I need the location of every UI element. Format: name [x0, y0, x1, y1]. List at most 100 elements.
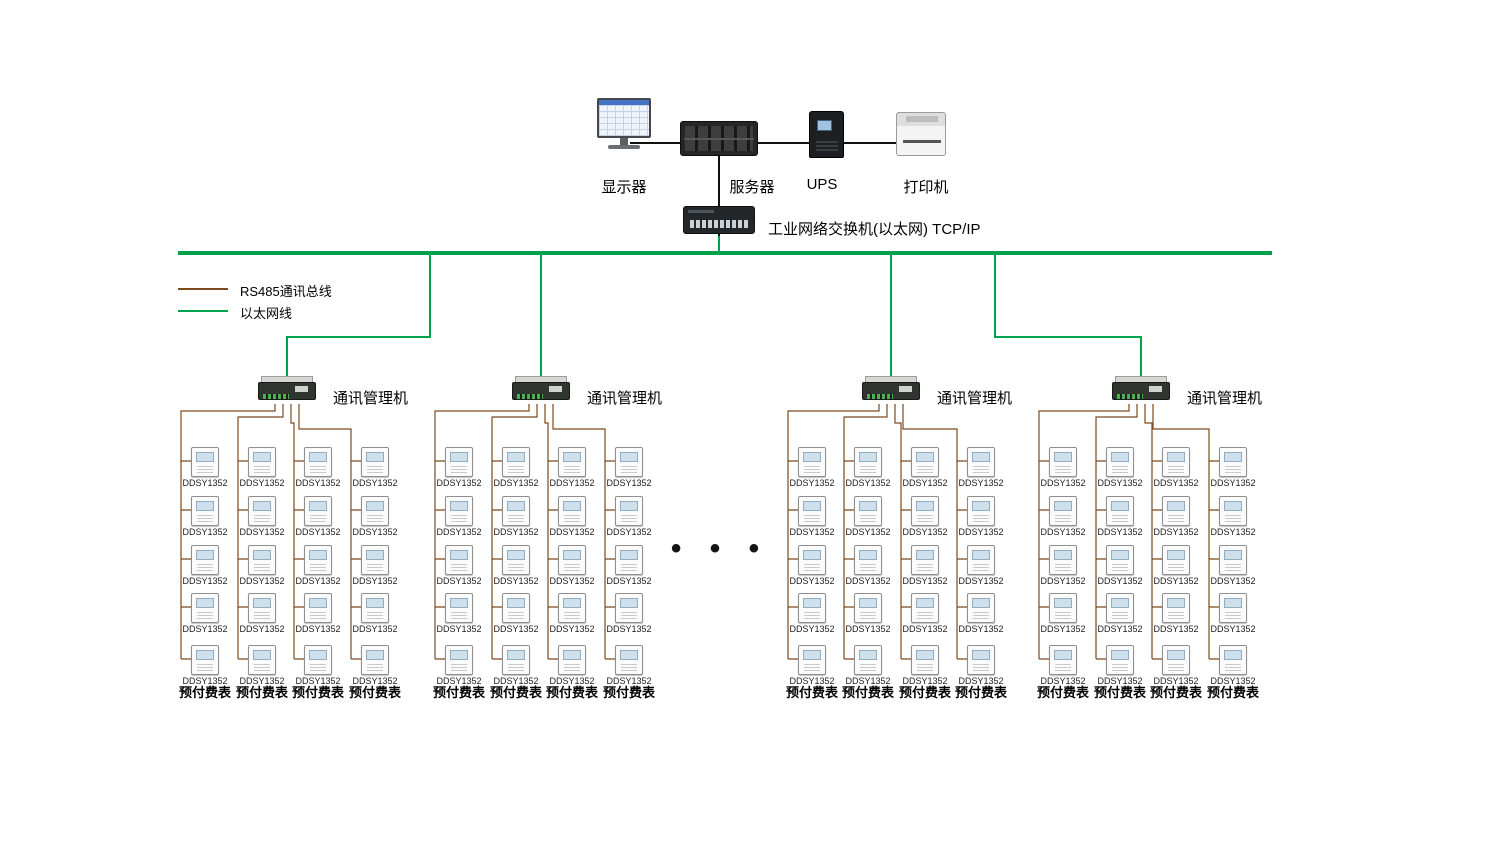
meter-model-label: DDSY1352 [845, 576, 891, 586]
prepaid-meter-device [361, 645, 389, 675]
prepaid-meter-device [191, 593, 219, 623]
meter-model-label: DDSY1352 [958, 478, 1004, 488]
meter-model-label: DDSY1352 [1210, 478, 1256, 488]
prepaid-meter-device [1106, 496, 1134, 526]
prepaid-meter-column-label: 预付费表 [1206, 685, 1259, 700]
prepaid-meter-device [304, 645, 332, 675]
prepaid-meter-device [1162, 593, 1190, 623]
prepaid-meter-column-label: 预付费表 [1093, 685, 1146, 700]
server-label: 服务器 [729, 179, 775, 196]
continuation-ellipsis: • • • [670, 532, 770, 565]
prepaid-meter-device [1106, 645, 1134, 675]
prepaid-meter-column-label: 预付费表 [602, 685, 655, 700]
meter-model-label: DDSY1352 [606, 478, 652, 488]
prepaid-meter-device [191, 645, 219, 675]
prepaid-meter-device [1219, 593, 1247, 623]
prepaid-meter-device [1162, 645, 1190, 675]
prepaid-meter-device [967, 447, 995, 477]
manager-label-plate [1149, 386, 1162, 392]
prepaid-meter-device [558, 447, 586, 477]
prepaid-meter-column-label: 预付费表 [432, 685, 485, 700]
ups-label: UPS [806, 176, 838, 193]
prepaid-meter-device [304, 545, 332, 575]
meter-model-label: DDSY1352 [902, 478, 948, 488]
prepaid-meter-device [1106, 593, 1134, 623]
comm-manager-device [258, 376, 316, 404]
meter-model-label: DDSY1352 [436, 676, 482, 686]
prepaid-meter-device [615, 447, 643, 477]
prepaid-meter-column-label: 预付费表 [348, 685, 401, 700]
meter-model-label: DDSY1352 [352, 624, 398, 634]
monitor-label: 显示器 [601, 179, 647, 196]
meter-model-label: DDSY1352 [1210, 527, 1256, 537]
switch-label: 工业网络交换机(以太网) TCP/IP [768, 221, 981, 238]
meter-model-label: DDSY1352 [352, 576, 398, 586]
meter-model-label: DDSY1352 [789, 576, 835, 586]
prepaid-meter-device [967, 496, 995, 526]
meter-model-label: DDSY1352 [295, 576, 341, 586]
prepaid-meter-device [854, 447, 882, 477]
meter-model-label: DDSY1352 [436, 624, 482, 634]
meter-model-label: DDSY1352 [1097, 576, 1143, 586]
prepaid-meter-device [558, 593, 586, 623]
prepaid-meter-device [967, 545, 995, 575]
meter-model-label: DDSY1352 [182, 527, 228, 537]
prepaid-meter-device [502, 545, 530, 575]
prepaid-meter-device [798, 496, 826, 526]
meter-model-label: DDSY1352 [606, 527, 652, 537]
prepaid-meter-device [361, 593, 389, 623]
meter-model-label: DDSY1352 [182, 576, 228, 586]
prepaid-meter-device [502, 593, 530, 623]
manager-terminal-ports [867, 394, 893, 399]
meter-model-label: DDSY1352 [845, 676, 891, 686]
prepaid-meter-device [1219, 545, 1247, 575]
prepaid-meter-device [854, 645, 882, 675]
prepaid-meter-device [967, 593, 995, 623]
meter-model-label: DDSY1352 [1040, 527, 1086, 537]
meter-model-label: DDSY1352 [1153, 676, 1199, 686]
meter-model-label: DDSY1352 [1210, 576, 1256, 586]
comm-manager-label: 通讯管理机 [1187, 390, 1263, 407]
comm-manager-device [512, 376, 570, 404]
meter-model-label: DDSY1352 [1040, 676, 1086, 686]
meter-model-label: DDSY1352 [549, 676, 595, 686]
prepaid-meter-device [911, 545, 939, 575]
meter-model-label: DDSY1352 [493, 527, 539, 537]
prepaid-meter-device [558, 545, 586, 575]
prepaid-meter-device [191, 496, 219, 526]
meter-model-label: DDSY1352 [239, 676, 285, 686]
prepaid-meter-device [911, 593, 939, 623]
meter-model-label: DDSY1352 [182, 676, 228, 686]
prepaid-meter-device [445, 593, 473, 623]
meter-model-label: DDSY1352 [902, 576, 948, 586]
prepaid-meter-device [1219, 645, 1247, 675]
prepaid-meter-device [248, 545, 276, 575]
prepaid-meter-device [304, 447, 332, 477]
meter-model-label: DDSY1352 [1153, 576, 1199, 586]
prepaid-meter-device [248, 593, 276, 623]
manager-label-plate [295, 386, 308, 392]
meter-model-label: DDSY1352 [295, 478, 341, 488]
prepaid-meter-device [854, 545, 882, 575]
meter-model-label: DDSY1352 [1097, 676, 1143, 686]
prepaid-meter-device [854, 496, 882, 526]
prepaid-meter-device [1049, 545, 1077, 575]
meter-model-label: DDSY1352 [493, 576, 539, 586]
monitor-screen [597, 98, 651, 138]
ethernet-drop [994, 253, 1142, 376]
legend-ethernet-label: 以太网线 [240, 306, 293, 321]
meter-model-label: DDSY1352 [436, 478, 482, 488]
prepaid-meter-device [1049, 593, 1077, 623]
comm-manager-device [862, 376, 920, 404]
meter-model-label: DDSY1352 [239, 527, 285, 537]
ethernet-drop [286, 253, 431, 376]
prepaid-meter-column-label: 预付费表 [898, 685, 951, 700]
prepaid-meter-device [911, 447, 939, 477]
prepaid-meter-column-label: 预付费表 [1036, 685, 1089, 700]
prepaid-meter-device [502, 645, 530, 675]
meter-model-label: DDSY1352 [789, 676, 835, 686]
meter-model-label: DDSY1352 [1210, 676, 1256, 686]
meter-model-label: DDSY1352 [493, 624, 539, 634]
prepaid-meter-device [502, 496, 530, 526]
